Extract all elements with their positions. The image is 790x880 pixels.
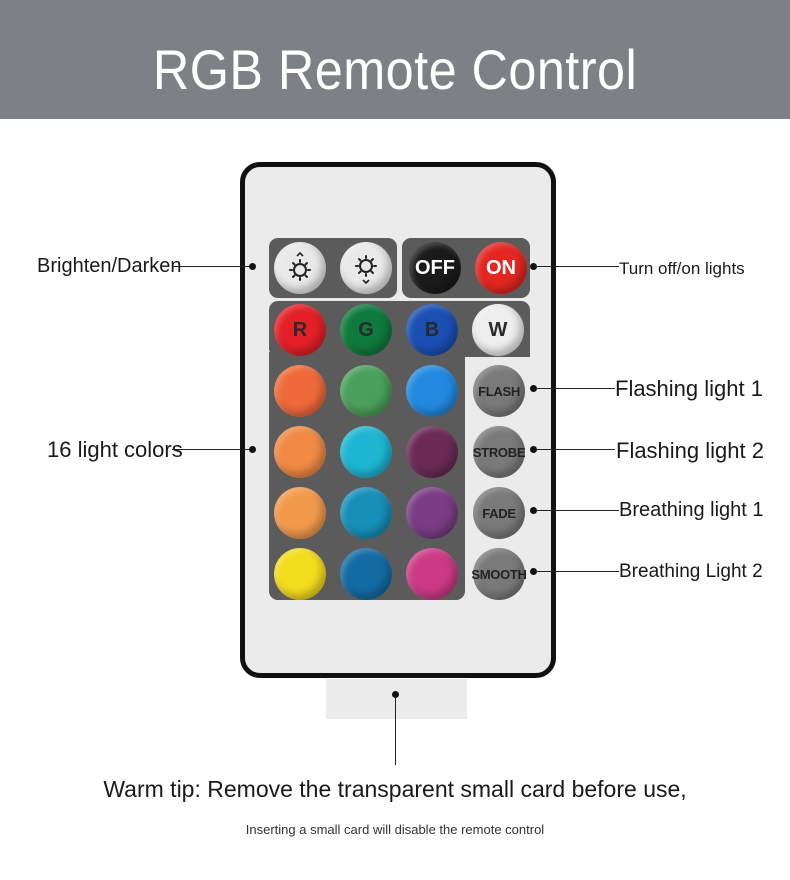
fade-button[interactable]: FADE [473,487,525,539]
card-callout-line [395,697,396,765]
color-button-3-1[interactable] [274,487,326,539]
r-label: R [292,318,308,341]
color-button-4-1[interactable] [274,548,326,600]
callout-line-strobe [535,449,615,450]
callout-light-colors: 16 light colors [47,437,183,462]
fade-label: FADE [482,505,516,521]
color-button-2-1[interactable] [274,426,326,478]
callout-dot-power [530,263,537,270]
callout-turn-off-on: Turn off/on lights [619,259,745,278]
sun-up-icon [289,251,311,281]
flash-button[interactable]: FLASH [473,365,525,417]
callout-flashing-1: Flashing light 1 [615,376,763,401]
callout-breathing-1: Breathing light 1 [619,499,764,521]
page-title: RGB Remote Control [152,38,638,101]
sun-down-icon [355,255,377,285]
callout-line-power [535,266,619,267]
callout-dot-brighten [249,263,256,270]
color-button-2-2[interactable] [340,426,392,478]
callout-dot-smooth [530,568,537,575]
b-label: B [424,318,440,341]
color-button-1-3[interactable] [406,365,458,417]
darken-button[interactable] [340,242,392,294]
callout-dot-flash [530,385,537,392]
transparent-card [326,679,467,719]
color-button-3-2[interactable] [340,487,392,539]
off-button[interactable]: OFF [409,242,461,294]
callout-flashing-2: Flashing light 2 [616,438,764,463]
color-button-4-2[interactable] [340,548,392,600]
callout-dot-strobe [530,446,537,453]
red-button[interactable]: R [274,304,326,356]
color-button-3-3[interactable] [406,487,458,539]
color-button-1-2[interactable] [340,365,392,417]
callout-line-smooth [535,571,619,572]
strobe-button[interactable]: STROBE [473,426,525,478]
smooth-label: SMOOTH [471,566,527,582]
w-label: W [488,318,508,341]
off-label: OFF [415,256,455,279]
smooth-button[interactable]: SMOOTH [471,548,527,600]
on-label: ON [486,256,516,279]
strobe-label: STROBE [472,444,526,460]
warm-tip: Warm tip: Remove the transparent small c… [103,776,687,802]
callout-line-fade [535,510,619,511]
callout-dot-colors [249,446,256,453]
warm-tip-sub: Inserting a small card will disable the … [245,822,545,837]
brighten-button[interactable] [274,242,326,294]
color-button-1-1[interactable] [274,365,326,417]
green-button[interactable]: G [340,304,392,356]
callout-line-brighten [172,266,252,267]
callout-dot-fade [530,507,537,514]
color-button-2-3[interactable] [406,426,458,478]
callout-breathing-2: Breathing Light 2 [619,561,763,582]
callout-line-colors [172,449,252,450]
white-button[interactable]: W [472,304,524,356]
g-label: G [358,318,374,341]
callout-line-flash [535,388,615,389]
flash-label: FLASH [478,383,520,399]
header-banner: RGB Remote Control [0,0,790,119]
on-button[interactable]: ON [475,242,527,294]
color-button-4-3[interactable] [406,548,458,600]
remote-control-body: OFF ON R G B W FLASH STROBE FADE SMOOTH [240,162,556,678]
callout-brighten-darken: Brighten/Darken [37,255,182,277]
card-dot [392,691,399,698]
blue-button[interactable]: B [406,304,458,356]
